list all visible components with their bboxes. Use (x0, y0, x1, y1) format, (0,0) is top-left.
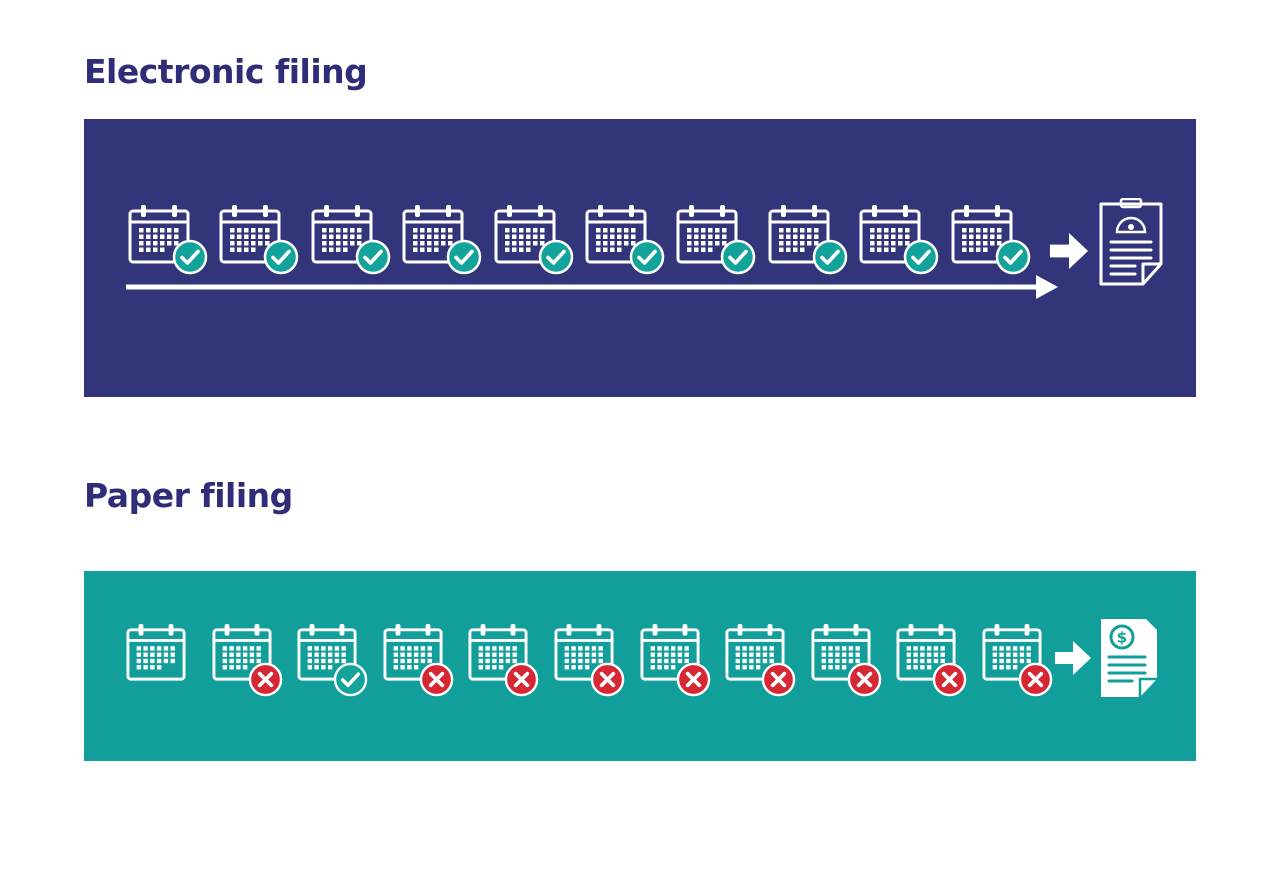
calendar-icon (640, 623, 700, 681)
cross-badge-icon (248, 662, 283, 697)
calendar-icon (811, 623, 871, 681)
paper-day-calendar (982, 623, 1042, 683)
paper-day-calendar (725, 623, 785, 683)
calendar-icon (494, 205, 556, 264)
calendar-icon (768, 205, 830, 264)
checkmark-badge-icon (172, 239, 208, 275)
paper-day-calendar (212, 623, 272, 683)
electronic-filing-panel (84, 119, 1196, 397)
cross-badge-icon (932, 662, 967, 697)
paper-filing-panel: $ (84, 571, 1196, 761)
electronic-day-calendar (951, 204, 1013, 266)
calendar-icon (585, 205, 647, 264)
cross-badge-icon (761, 662, 796, 697)
calendar-icon (951, 205, 1013, 264)
electronic-day-calendar (494, 204, 556, 266)
paper-day-calendar (126, 623, 186, 683)
checkmark-badge-icon (538, 239, 574, 275)
cross-badge-icon (847, 662, 882, 697)
dollar-document-icon: $ (1101, 619, 1157, 697)
calendar-icon (212, 623, 272, 681)
electronic-day-calendar (219, 204, 281, 266)
right-arrow-icon (1055, 641, 1091, 675)
checkmark-badge-icon (333, 662, 368, 697)
cross-badge-icon (419, 662, 454, 697)
calendar-icon (383, 623, 443, 681)
calendar-icon (128, 205, 190, 264)
paper-day-calendar (811, 623, 871, 683)
cross-badge-icon (1018, 662, 1053, 697)
calendar-icon (982, 623, 1042, 681)
paper-day-calendar (468, 623, 528, 683)
cross-badge-icon (676, 662, 711, 697)
paper-day-calendar (640, 623, 700, 683)
paper-day-calendar (554, 623, 614, 683)
calendar-icon (311, 205, 373, 264)
timeline-arrow (126, 275, 1058, 299)
checkmark-badge-icon (355, 239, 391, 275)
checkmark-badge-icon (629, 239, 665, 275)
receipt-document-icon (1099, 198, 1163, 286)
calendar-icon (126, 623, 186, 681)
calendar-icon (297, 623, 357, 681)
checkmark-badge-icon (812, 239, 848, 275)
paper-day-calendar (297, 623, 357, 683)
electronic-day-calendar (676, 204, 738, 266)
checkmark-badge-icon (995, 239, 1031, 275)
calendar-icon (468, 623, 528, 681)
calendar-icon (859, 205, 921, 264)
paper-filing-heading: Paper filing (84, 476, 293, 515)
electronic-day-calendar (128, 204, 190, 266)
cross-badge-icon (504, 662, 539, 697)
calendar-icon (554, 623, 614, 681)
calendar-icon (676, 205, 738, 264)
electronic-filing-heading: Electronic filing (84, 52, 368, 91)
checkmark-badge-icon (263, 239, 299, 275)
calendar-icon (896, 623, 956, 681)
paper-day-calendar (896, 623, 956, 683)
electronic-day-calendar (859, 204, 921, 266)
electronic-day-calendar (311, 204, 373, 266)
electronic-day-calendar (585, 204, 647, 266)
calendar-icon (402, 205, 464, 264)
electronic-day-calendar (768, 204, 830, 266)
checkmark-badge-icon (446, 239, 482, 275)
cross-badge-icon (590, 662, 625, 697)
right-arrow-icon (1049, 233, 1089, 269)
paper-day-calendar (383, 623, 443, 683)
electronic-day-calendar (402, 204, 464, 266)
calendar-icon (219, 205, 281, 264)
svg-text:$: $ (1117, 629, 1127, 647)
calendar-icon (725, 623, 785, 681)
checkmark-badge-icon (903, 239, 939, 275)
checkmark-badge-icon (720, 239, 756, 275)
